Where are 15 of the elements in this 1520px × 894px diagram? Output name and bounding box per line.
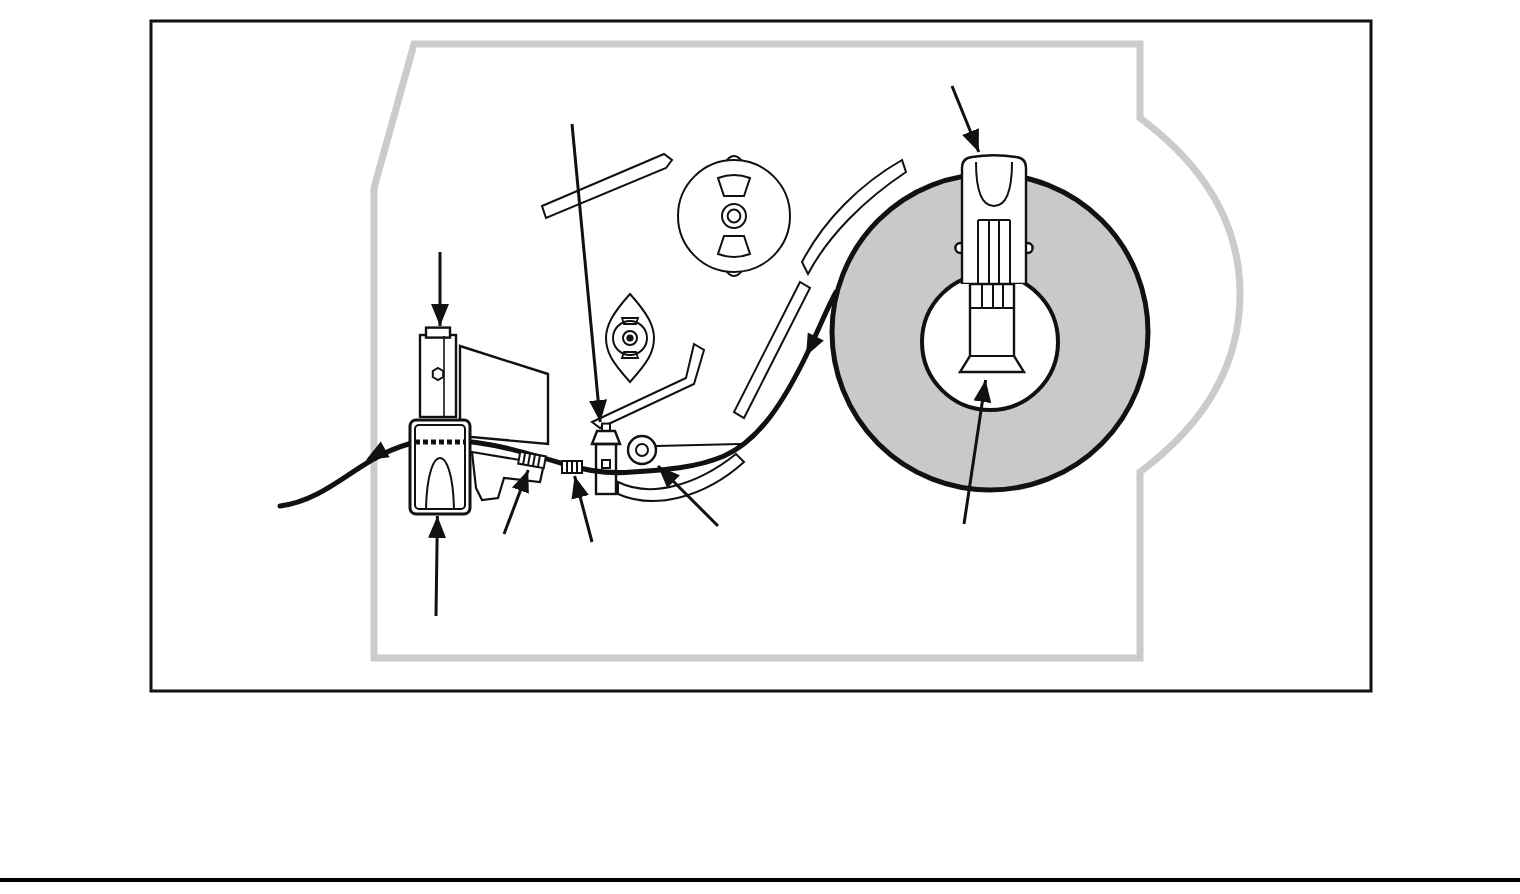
head-bracket [408,418,472,516]
leader-arrow [502,469,530,535]
leader-arrow [428,515,447,617]
guide-tab [516,450,548,470]
leader-arrow [431,252,449,326]
leader-arrow [962,379,992,525]
leader-arrow [950,85,981,153]
print-head-post [416,326,460,418]
guide-tab [560,458,584,476]
leader-arrow [570,123,608,423]
sensor-post [590,422,622,496]
leader-arrow [656,464,720,528]
roller [626,434,658,466]
leader-arrow [571,475,594,543]
roll-hanger [954,152,1034,284]
